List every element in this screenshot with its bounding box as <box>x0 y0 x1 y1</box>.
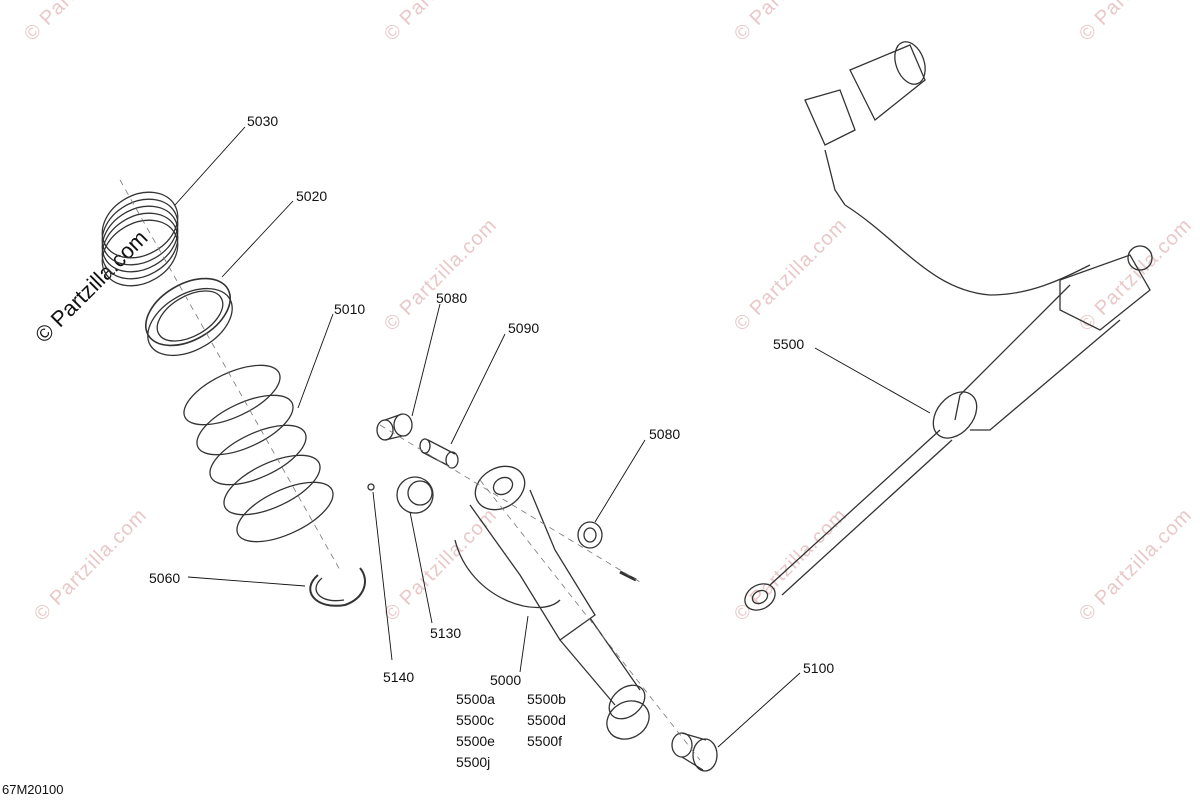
screw-5140 <box>367 483 375 491</box>
shock-assembly-5500 <box>744 41 1153 611</box>
main-spring-5010 <box>183 364 334 543</box>
ring-5020 <box>144 277 233 357</box>
callout-5020[interactable]: 5020 <box>296 188 328 204</box>
callout-5500[interactable]: 5500 <box>773 336 805 352</box>
callout-5000[interactable]: 5000 <box>490 672 522 688</box>
callout-5500j[interactable]: 5500j <box>456 754 491 770</box>
callout-5500c[interactable]: 5500c <box>456 712 495 728</box>
callout-5130[interactable]: 5130 <box>430 625 462 641</box>
callout-5500e[interactable]: 5500e <box>456 733 495 749</box>
callout-5500d[interactable]: 5500d <box>527 712 566 728</box>
clip-5060 <box>309 567 366 607</box>
callout-5080[interactable]: 5080 <box>649 426 681 442</box>
axis-lines <box>119 179 701 761</box>
callout-5010[interactable]: 5010 <box>334 301 366 317</box>
bushing-5100 <box>671 732 718 772</box>
callout-5060[interactable]: 5060 <box>149 570 181 586</box>
callout-5500b[interactable]: 5500b <box>527 691 566 707</box>
bushing-5080-left <box>376 413 413 441</box>
drawing-id: 67M20100 <box>2 782 64 797</box>
leader-lines <box>174 126 931 748</box>
callout-5500a[interactable]: 5500a <box>456 691 495 707</box>
bushing-5080-right <box>577 521 603 549</box>
callout-5090[interactable]: 5090 <box>508 320 540 336</box>
spring-stack-5030 <box>101 191 179 287</box>
callout-5080[interactable]: 5080 <box>436 290 468 306</box>
callout-5030[interactable]: 5030 <box>247 113 279 129</box>
shock-absorber-5000 <box>454 465 650 740</box>
adjuster-5130 <box>396 476 434 514</box>
callout-5140[interactable]: 5140 <box>383 669 415 685</box>
sleeve-5090 <box>419 438 459 469</box>
clip-5060-inner <box>315 577 345 602</box>
callout-5100[interactable]: 5100 <box>803 660 835 676</box>
bolt <box>619 570 637 582</box>
callout-5500f[interactable]: 5500f <box>527 733 563 749</box>
